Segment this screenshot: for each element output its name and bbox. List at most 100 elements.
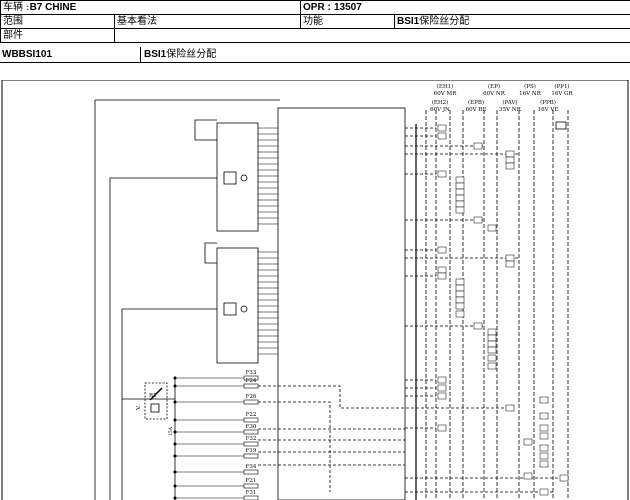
column-code-top: (EP) [488,83,500,90]
connector-pin [539,488,549,496]
column-desc-bottom: 16V VE [538,107,559,113]
connector-pin [437,170,447,178]
connector-pin [559,474,569,482]
connector-pin [455,206,465,214]
fuse-label: F30 [246,424,257,430]
header-table: 车辆 :B7 CHINE OPR : 13507 范围 基本看法 功能 BSI1… [0,0,630,43]
fuse-label: F26 [246,394,257,400]
connector-pin [437,272,447,280]
fuse-symbol [243,429,259,435]
fuse-symbol [243,453,259,459]
reference-title-code: BSI1 [144,49,167,60]
connector-pin [505,150,515,158]
side-label: V. [136,405,142,411]
column-desc-bottom: 60V JN [430,107,450,113]
junction-dot [173,400,177,404]
column-code-top: (EH1) [437,83,454,90]
scope-value: 基本看法 [114,14,301,29]
function-label: 功能 [300,14,395,29]
reference-row: WBBSI101 BSI1保险丝分配 [0,47,630,63]
connector-pin [505,254,515,262]
junction-dot [173,418,177,422]
connector-pin [455,176,465,184]
connector-pin [473,142,483,150]
connector-pin [455,200,465,208]
connector-pin [473,322,483,330]
connector-pin [437,266,447,274]
connector-pin [437,424,447,432]
column-desc-top: 16V NR [519,91,542,97]
connector-pin [487,224,497,232]
connector-pin [487,334,497,342]
function-value: BSI1保险丝分配 [394,14,630,29]
connector-pin [539,452,549,460]
connector-pin [455,310,465,318]
connector-pin [437,384,447,392]
vehicle-value: B7 CHINE [29,2,77,13]
connector-pin [539,432,549,440]
fuse-symbol [243,469,259,475]
connector-pin [437,124,447,132]
fuse-symbol [243,483,259,489]
connector-pin [539,460,549,468]
fuse-label: F34 [246,464,257,470]
connector-pin [455,182,465,190]
connector-pin [455,194,465,202]
connector-pin [505,162,515,170]
opr-value: 13507 [333,2,362,13]
connector-pin [473,216,483,224]
function-code: BSI1 [397,16,420,27]
connector-pin [505,260,515,268]
fuse-symbol [243,399,259,405]
part-label: 部件 [0,28,115,43]
part-value [114,28,630,43]
column-desc-top: 16V GR [551,91,573,97]
connector-pin [437,132,447,140]
connector-pin [539,424,549,432]
junction-dot [173,470,177,474]
fuse-symbol [243,495,259,500]
fuse-label: F22 [246,412,257,418]
junction-dot [173,376,177,380]
column-code-top: (PS) [524,83,536,90]
function-text: 保险丝分配 [419,16,470,27]
fuse-label: F32 [246,436,257,442]
reference-title: BSI1保险丝分配 [140,47,216,62]
wire-label: 15A [168,426,174,436]
connector-pin [487,340,497,348]
connector-pin [487,354,497,362]
junction-dot [173,442,177,446]
connector-pin [523,472,533,480]
fuse-label: F24 [246,378,257,384]
connector-pin [505,404,515,412]
column-code-bottom: (PPB) [540,99,556,106]
fuse-label: F21 [246,478,257,484]
junction-dot [173,430,177,434]
column-desc-top: 60V MR [434,91,457,97]
fuse-label: F31 [246,490,257,496]
connector-pin [455,284,465,292]
connector-pin [487,328,497,336]
junction-dot [173,496,177,500]
column-desc-top: 60V NR [483,91,506,97]
connector-pin [523,438,533,446]
junction-dot [173,484,177,488]
reference-code: WBBSI101 [2,49,53,60]
connector-pin [505,156,515,164]
column-desc-bottom: 60V BE [466,107,487,113]
connector-pin [455,296,465,304]
connector-pin [455,302,465,310]
connector-pin [539,396,549,404]
reference-title-text: 保险丝分配 [166,49,217,60]
scope-label: 范围 [0,14,115,29]
fuse-symbol [243,375,259,381]
fuse-symbol [243,383,259,389]
fuse-symbol [243,417,259,423]
junction-dot [173,454,177,458]
relay-label: R1 [149,393,157,399]
connector-pin [487,362,497,370]
column-desc-bottom: 35V NR [499,107,522,113]
fuse-label: F19 [246,448,257,454]
connector-pin [539,412,549,420]
